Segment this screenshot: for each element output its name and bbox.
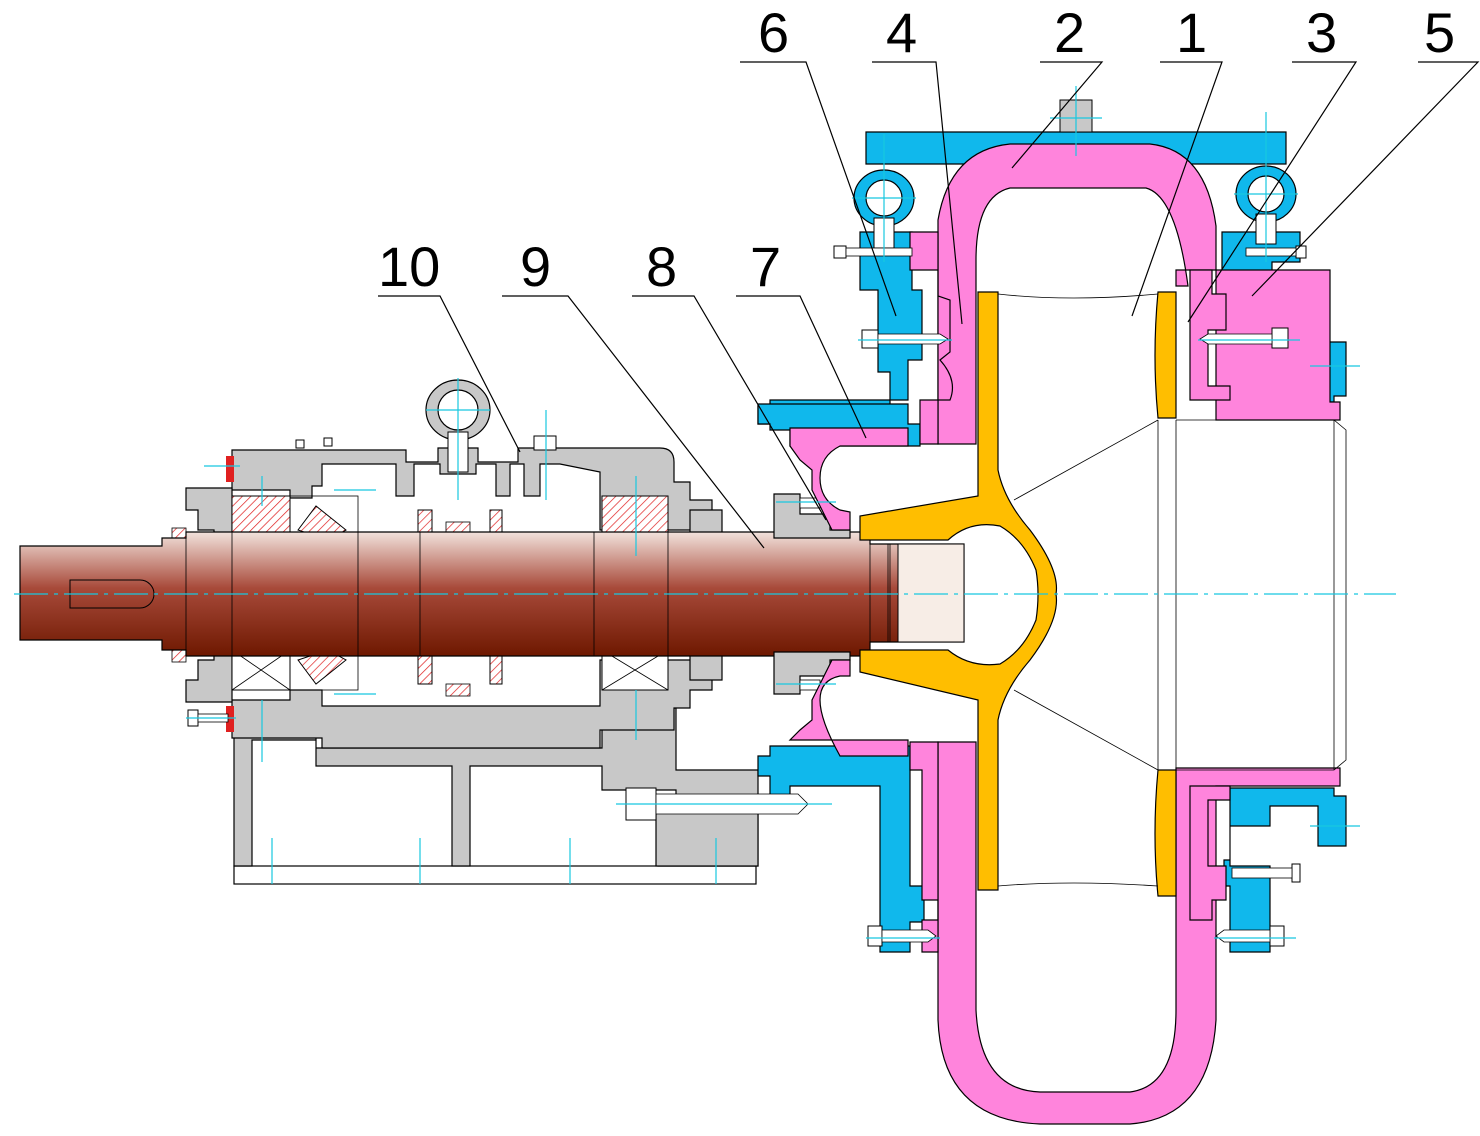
impeller-body bbox=[859, 291, 1058, 891]
frame-left-lower bbox=[757, 745, 925, 953]
impeller-hub-thread bbox=[897, 543, 965, 643]
part-label-2: 2 bbox=[1054, 1, 1085, 64]
part-labels: 6 4 2 1 3 5 10 9 8 7 bbox=[378, 1, 1455, 298]
part-7-plate bbox=[789, 427, 909, 531]
oil-plug bbox=[295, 435, 557, 451]
impeller-shroud-right-top bbox=[1154, 291, 1177, 419]
foot-block bbox=[655, 809, 759, 867]
part-label-3: 3 bbox=[1306, 1, 1337, 64]
impeller bbox=[859, 291, 1347, 897]
part-label-10: 10 bbox=[378, 235, 440, 298]
part-label-8: 8 bbox=[646, 235, 677, 298]
impeller-shroud-right-bottom bbox=[1154, 769, 1177, 897]
part-label-1: 1 bbox=[1176, 1, 1207, 64]
volute-liner-lower bbox=[937, 741, 1341, 1125]
throat-bush-left bbox=[909, 231, 953, 445]
base-frame bbox=[233, 707, 759, 885]
part-label-9: 9 bbox=[520, 235, 551, 298]
right-liner-insert-lower bbox=[1189, 785, 1231, 921]
leader-lines bbox=[378, 61, 1480, 549]
keyway bbox=[69, 579, 155, 609]
volute-liner bbox=[937, 143, 1341, 445]
volute-casing bbox=[788, 143, 1341, 1125]
part-label-6: 6 bbox=[758, 1, 789, 64]
part-label-4: 4 bbox=[886, 1, 917, 64]
part-7-plate-lower bbox=[788, 659, 909, 757]
part-label-5: 5 bbox=[1424, 1, 1455, 64]
part-label-7: 7 bbox=[750, 235, 781, 298]
throat-bush-lower-left bbox=[909, 741, 939, 953]
frame-left-upper bbox=[757, 231, 923, 425]
bolts bbox=[187, 245, 1307, 947]
centerlines bbox=[14, 86, 1396, 939]
bearing-housing-top bbox=[231, 447, 713, 531]
